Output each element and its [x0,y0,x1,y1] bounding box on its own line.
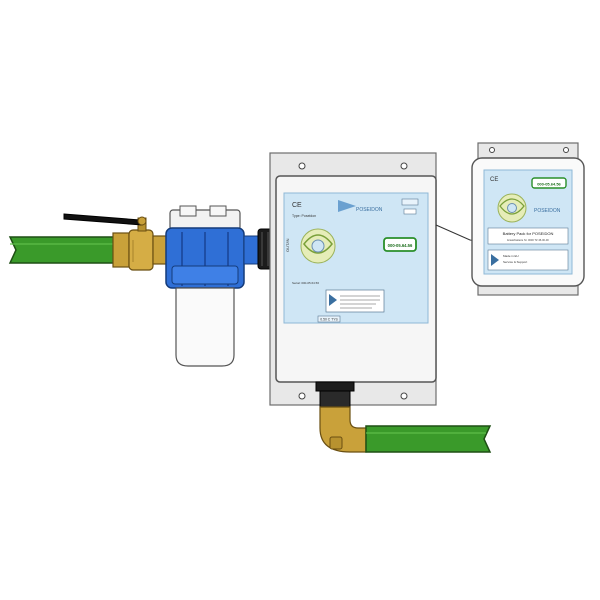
brand-name: POSEIDON [356,207,383,213]
battery-subtitle: Ersatzbatterie Nr. 0000 TZ 45-00-00 [507,238,549,242]
logo-icon: POSEIDON [338,200,383,213]
main-display-text: 000-05.64.56 [388,243,413,248]
battery-brand: POSEIDON [534,208,561,214]
screw-icon [298,392,306,400]
battery-info-1: Made in EU [503,254,519,258]
battery-info-2: Service & Support [503,260,527,264]
water-filter-icon [165,205,277,367]
cable [435,224,483,243]
small-line-2: Serial: 000-05.64.56 [292,281,319,285]
main-unit: CE Type: Poseidon POSEIDON OUT/IN 000-05… [269,152,437,406]
bottom-code: 0.50 C TYS [320,318,338,322]
inlet-hose [8,236,116,264]
screw-icon [489,147,495,153]
battery-display-text: 000-05.64.56 [537,182,561,187]
small-line-1: Type: Poseidon [292,214,316,218]
battery-pack: CE 000-05.64.56 POSEIDON Battery Pack fo… [471,142,585,296]
screw-icon [400,392,408,400]
side-label: OUT/IN [285,238,290,252]
ce-mark: CE [292,202,302,209]
battery-display [531,177,567,189]
screw-icon [400,162,408,170]
ball-valve [63,213,172,271]
swirl-emblem-icon [300,228,336,264]
battery-ce-mark: CE [490,177,498,183]
battery-title: Battery Pack for POSEIDON [503,231,554,236]
outlet-hose [365,425,492,453]
main-display [383,237,417,252]
screw-icon [298,162,306,170]
battery-swirl-icon [497,193,527,223]
screw-icon [563,147,569,153]
valve-handle-icon [63,213,143,226]
